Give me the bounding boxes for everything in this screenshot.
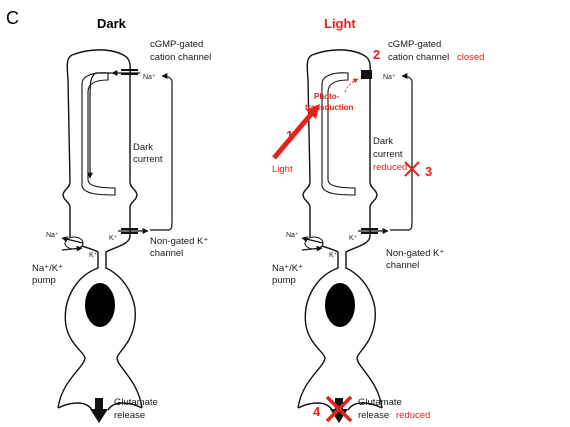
- glutamate-reduced-x-icon: [325, 395, 353, 423]
- light-current-reduced: reduced: [373, 162, 407, 173]
- dark-pump-k-arrow: [61, 245, 83, 252]
- dark-current-outer-arrow: [150, 73, 173, 231]
- light-current-label-1: Dark: [373, 136, 393, 147]
- dark-panel: Dark cGMP-gated cation channel Na⁺ Dark …: [32, 16, 211, 423]
- light-ray-arrowhead: [306, 104, 320, 119]
- light-ray-arrow: [272, 110, 315, 160]
- dark-glutamate-label-2: release: [114, 410, 145, 421]
- dark-nongated-label-1: Non-gated K⁺: [150, 236, 208, 247]
- phototransduction-label-1: Photo-: [314, 92, 340, 101]
- light-closed-channel-icon: [361, 70, 372, 79]
- light-pump-k-arrow: [301, 245, 323, 252]
- light-k-channel-icon: [361, 228, 378, 234]
- light-na-pump: Na⁺: [286, 232, 299, 239]
- light-nongated-label-2: channel: [386, 260, 419, 271]
- dark-pump-na-arrow: [61, 236, 84, 244]
- dark-current-label-1: Dark: [133, 142, 153, 153]
- light-glutamate-label-1: Glutamate: [358, 397, 402, 408]
- step-4-label: 4: [313, 404, 321, 419]
- light-title: Light: [324, 16, 356, 31]
- light-cgmp-label-1: cGMP-gated: [388, 39, 441, 50]
- light-pump-label-1: Na⁺/K⁺: [272, 263, 303, 274]
- light-glutamate-reduced: reduced: [396, 410, 430, 421]
- light-pump-label-2: pump: [272, 275, 296, 286]
- light-k-side: K⁺: [329, 252, 338, 259]
- light-current-arrow: [390, 73, 413, 231]
- dark-pump-label-1: Na⁺/K⁺: [32, 263, 63, 274]
- light-k-inside: K⁺: [349, 235, 358, 242]
- dark-k-side: K⁺: [89, 252, 98, 259]
- dark-na-top: Na⁺: [143, 74, 156, 81]
- light-cgmp-label-2: cation channel: [388, 52, 449, 63]
- step-2-label: 2: [373, 47, 380, 62]
- dark-glutamate-label-1: Glutamate: [114, 397, 158, 408]
- light-glutamate-label-2: release: [358, 410, 389, 421]
- light-closed-label: closed: [457, 52, 484, 63]
- panel-letter: C: [6, 8, 19, 28]
- dark-na-pump: Na⁺: [46, 232, 59, 239]
- dark-current-inner-arrow: [87, 72, 112, 179]
- dark-k-channel-icon: [121, 228, 138, 234]
- dark-pump-label-2: pump: [32, 275, 56, 286]
- dark-title: Dark: [97, 16, 127, 31]
- light-nongated-label-1: Non-gated K⁺: [386, 248, 444, 259]
- dark-cgmp-channel-icon: [121, 69, 138, 75]
- dark-current-label-2: current: [133, 154, 163, 165]
- dark-cgmp-label-1: cGMP-gated: [150, 39, 203, 50]
- dark-glutamate-arrow-icon: [90, 398, 108, 423]
- phototransduction-label-2: transduction: [305, 103, 354, 112]
- dark-k-inside: K⁺: [109, 235, 118, 242]
- current-reduced-x-icon: [404, 161, 420, 177]
- light-panel: Light 2 cGMP-gated cation channel closed…: [272, 16, 484, 423]
- step-1-label: 1: [286, 128, 293, 143]
- dark-cgmp-label-2: cation channel: [150, 52, 211, 63]
- light-current-label-2: current: [373, 149, 403, 160]
- phototransduction-arrow: [344, 78, 359, 93]
- step-3-label: 3: [425, 164, 432, 179]
- light-na-top: Na⁺: [383, 74, 396, 81]
- dark-nongated-label-2: channel: [150, 248, 183, 259]
- light-stimulus-label: Light: [272, 164, 293, 175]
- light-pump-na-arrow: [301, 236, 324, 244]
